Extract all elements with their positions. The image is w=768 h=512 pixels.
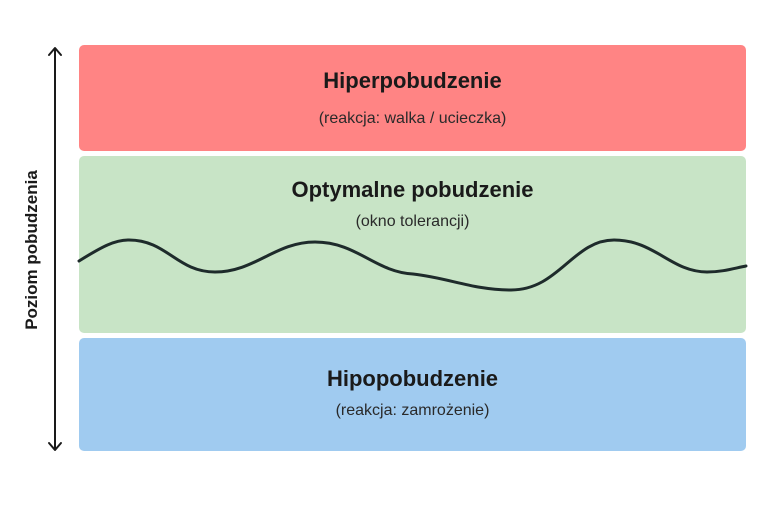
axis-label: Poziom pobudzenia [22, 170, 41, 330]
axis-arrow-bottom [48, 442, 62, 451]
axis-arrow-top [48, 47, 62, 56]
zone-hyperarousal-title: Hiperpobudzenie [323, 68, 502, 93]
zone-hyperarousal-subtitle: (reakcja: walka / ucieczka) [318, 110, 507, 127]
zone-hypoarousal-subtitle: (reakcja: zamrożenie) [335, 402, 490, 419]
zone-hypoarousal-title: Hipopobudzenie [326, 366, 499, 391]
zone-hypoarousal: Hipopobudzenie (reakcja: zamrożenie) [79, 338, 746, 451]
zone-optimal-subtitle: (okno tolerancji) [355, 213, 470, 230]
double-headed-arrow-icon [48, 47, 62, 451]
zone-hyperarousal: Hiperpobudzenie (reakcja: walka / uciecz… [79, 45, 746, 151]
arousal-wave-line [77, 238, 748, 292]
zone-optimal-title: Optymalne pobudzenie [291, 177, 534, 202]
arousal-wave [77, 238, 748, 292]
